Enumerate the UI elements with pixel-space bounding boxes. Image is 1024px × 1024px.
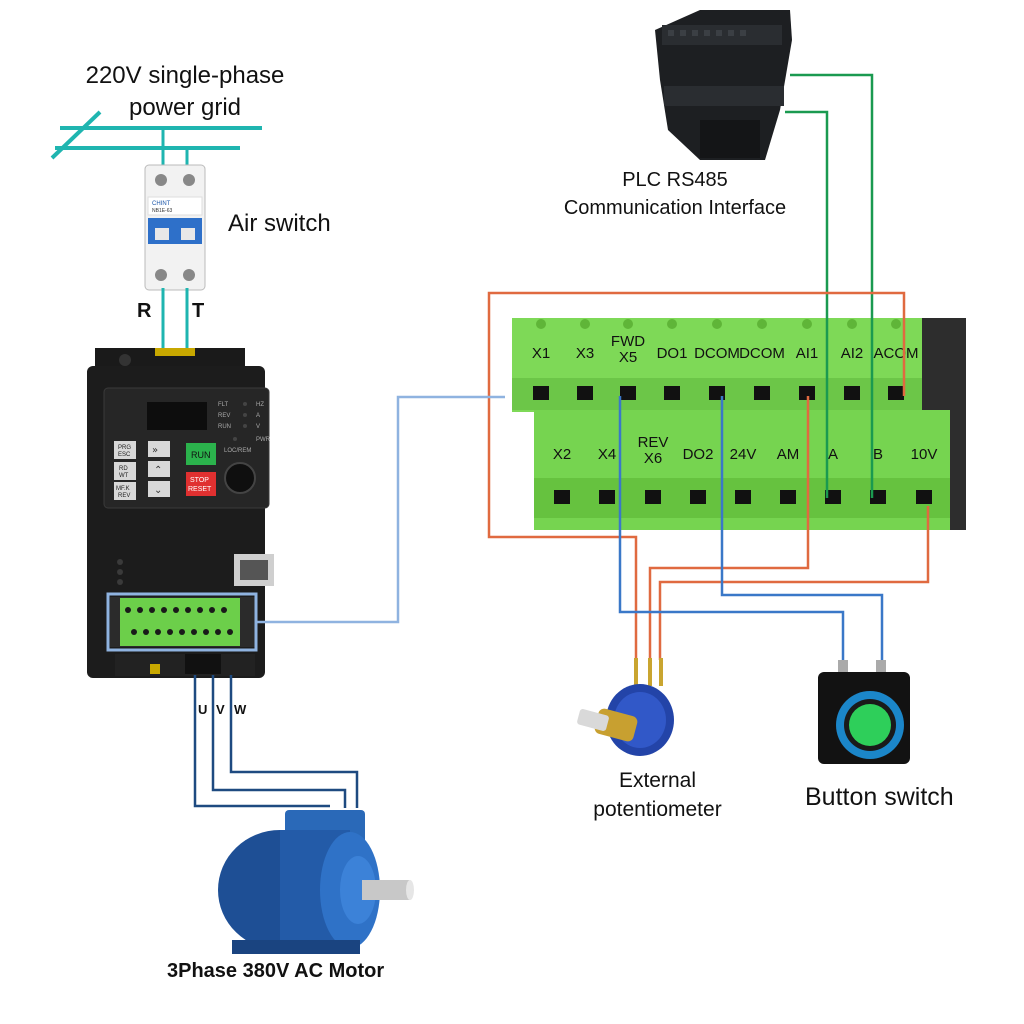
terminal-ai2: AI2	[841, 345, 864, 362]
terminal-x4: X4	[598, 446, 616, 463]
motor-v-label: V	[216, 702, 225, 717]
potentiometer-label-line2: potentiometer	[593, 798, 722, 821]
svg-text:⌃: ⌃	[154, 465, 162, 476]
top-row-terminal-labels: X1 X3 FWD X5 DO1 DCOM DCOM AI1 AI2 ACOM	[532, 333, 919, 366]
svg-text:RD: RD	[119, 466, 128, 472]
motor-wires	[193, 675, 359, 808]
plc-label: PLC RS485 Communication Interface	[540, 166, 810, 222]
plc-label-line2: Communication Interface	[563, 197, 787, 219]
terminal-x2: X2	[553, 446, 571, 463]
prg-esc-key	[114, 441, 136, 459]
indicator-v: V	[256, 424, 260, 430]
terminal-fwd-x5-a: FWD	[611, 333, 645, 350]
svg-text:ESC: ESC	[118, 452, 131, 458]
potentiometer-label-line1: External	[618, 769, 697, 792]
svg-text:MF.K: MF.K	[116, 486, 130, 492]
indicator-flt: FLT	[218, 402, 229, 408]
indicator-rev: REV	[218, 413, 230, 419]
power-grid-lines	[50, 110, 262, 160]
rt-wires	[161, 288, 189, 352]
terminal-x1: X1	[532, 345, 550, 362]
phase-r-label: R	[137, 300, 152, 322]
terminal-acom: ACOM	[874, 345, 919, 362]
button-switch-label: Button switch	[805, 783, 954, 811]
indicator-labels-right: HZ A V PWR	[256, 402, 271, 443]
external-potentiometer	[577, 658, 674, 756]
plc-label-line1: PLC RS485	[622, 169, 728, 191]
phase-t-label: T	[192, 300, 205, 322]
terminal-am: AM	[777, 446, 800, 463]
potentiometer-knob	[224, 462, 256, 494]
button-switch	[818, 660, 910, 764]
terminal-a: A	[828, 446, 838, 463]
motor-u-label: U	[198, 702, 208, 717]
terminal-do1: DO1	[657, 345, 688, 362]
motor-label: 3Phase 380V AC Motor	[167, 960, 385, 982]
inverter-terminal-link	[256, 395, 505, 624]
power-grid-label: 220V single-phase power grid	[60, 60, 310, 124]
svg-text:REV: REV	[118, 493, 130, 499]
terminal-x3: X3	[576, 345, 594, 362]
locrem-label: LOC/REM	[224, 448, 251, 454]
svg-text:⌄: ⌄	[154, 485, 162, 496]
mfk-rev-key	[114, 482, 136, 500]
terminal-dcom-2: DCOM	[739, 345, 785, 362]
run-key	[186, 443, 216, 465]
terminal-fwd-x5-b: X5	[619, 349, 637, 366]
run-key-label: RUN	[191, 450, 211, 460]
indicator-a: A	[256, 413, 260, 419]
ac-motor	[218, 810, 414, 954]
rs485-wires	[785, 73, 874, 498]
terminal-10v: 10V	[911, 446, 938, 463]
power-grid-label-line2: power grid	[128, 94, 242, 121]
air-switch-label: Air switch	[228, 210, 331, 237]
plc-device	[655, 10, 792, 160]
terminal-block: X1 X3 FWD X5 DO1 DCOM DCOM AI1 AI2 ACOM …	[512, 318, 966, 530]
svg-text:»: »	[152, 445, 158, 456]
svg-text:RESET: RESET	[188, 486, 212, 493]
svg-text:WT: WT	[119, 473, 129, 479]
svg-text:STOP: STOP	[190, 477, 209, 484]
motor-w-label: W	[234, 702, 247, 717]
analog-wires	[487, 291, 930, 660]
potentiometer-label: External potentiometer	[570, 766, 745, 824]
bottom-row-terminal-labels: X2 X4 REV X6 DO2 24V AM A B 10V	[553, 434, 938, 467]
terminal-ai1: AI1	[796, 345, 819, 362]
up-key	[148, 461, 170, 477]
power-grid-label-line1: 220V single-phase	[85, 62, 285, 89]
terminal-do2: DO2	[683, 446, 714, 463]
down-key	[148, 481, 170, 497]
terminal-dcom-1: DCOM	[694, 345, 740, 362]
inverter: FLT REV RUN HZ A V PWR PRG ESC RD WT MF.…	[87, 348, 274, 678]
svg-text:PRG: PRG	[118, 445, 131, 451]
terminal-b: B	[873, 446, 883, 463]
indicator-hz: HZ	[256, 402, 264, 408]
indicator-labels-left: FLT REV RUN	[218, 402, 231, 430]
terminal-24v: 24V	[730, 446, 757, 463]
terminal-rev-x6-a: REV	[638, 434, 669, 451]
terminal-rev-x6-b: X6	[644, 450, 662, 467]
air-switch-breaker: CHINT NB1E-63	[144, 164, 206, 291]
indicator-pwr: PWR	[256, 437, 271, 443]
rd-wt-key	[114, 462, 136, 480]
breaker-model: NB1E-63	[152, 208, 173, 214]
control-wires	[618, 396, 884, 664]
indicator-run: RUN	[218, 424, 231, 430]
shift-key	[148, 441, 170, 457]
breaker-brand: CHINT	[152, 201, 171, 207]
stop-reset-key	[186, 472, 216, 496]
